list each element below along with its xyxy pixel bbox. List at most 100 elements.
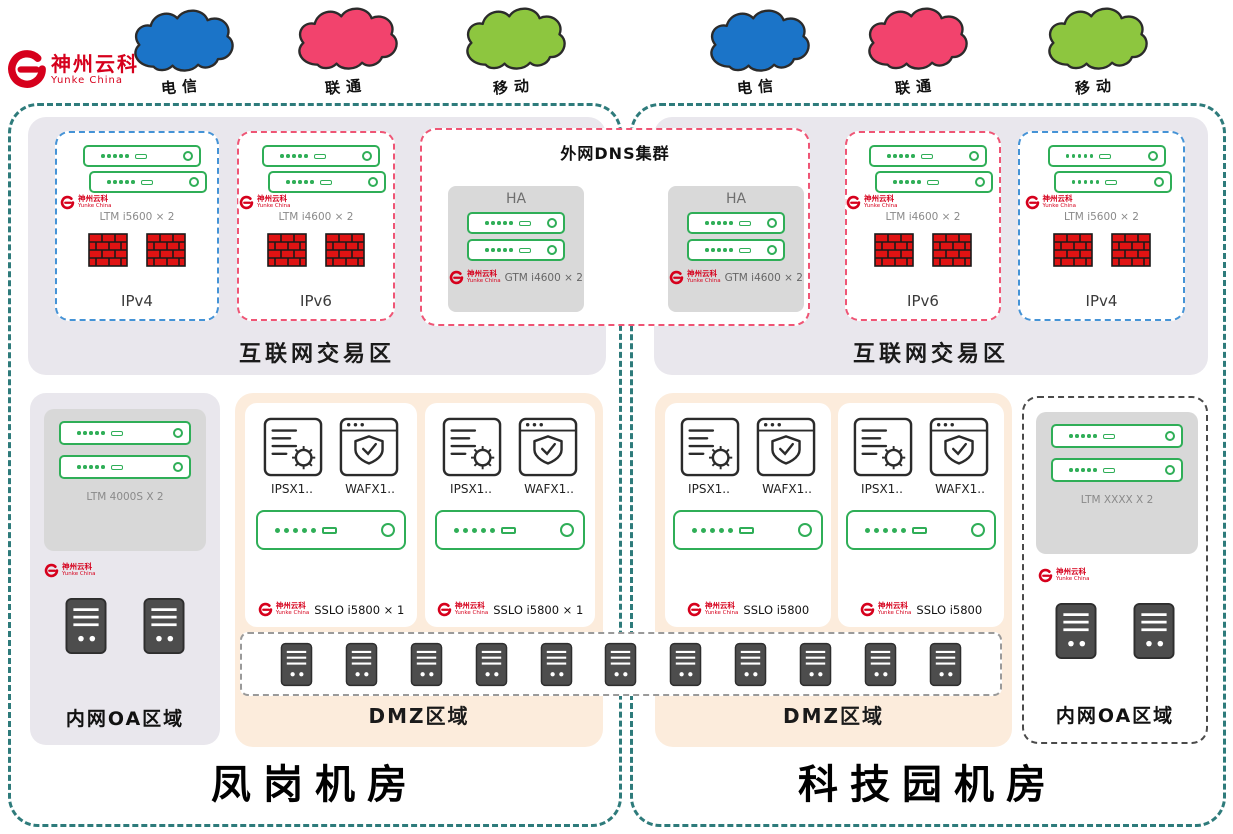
appliance-unit: [869, 145, 987, 167]
waf-icon: [518, 417, 578, 477]
power-port: [767, 245, 777, 255]
sslo-appliance: [846, 510, 996, 550]
led-indicators: [280, 154, 308, 158]
ha-label: HA: [505, 191, 527, 207]
led-indicators: [692, 527, 733, 533]
yunke-swirl-icon: [1038, 568, 1053, 583]
power-port: [547, 245, 557, 255]
port-block: [322, 526, 337, 534]
waf-icon: [339, 417, 399, 477]
firewall-icon: [88, 233, 128, 267]
telecom-cloud-icon: [124, 6, 240, 78]
yunke-swirl-icon: [60, 195, 75, 210]
server-icon: [475, 642, 508, 687]
port-block: [1102, 433, 1115, 439]
ips-icon: [442, 417, 502, 477]
sslo-label: SSLO i5800: [916, 602, 983, 617]
sslo-label: SSLO i5800 × 1: [493, 602, 584, 617]
port-block: [518, 220, 531, 226]
port-block: [1102, 467, 1115, 473]
appliance-unit: [59, 455, 191, 479]
yunke-swirl-icon: [687, 602, 702, 617]
power-port: [560, 523, 574, 537]
ips-icon: [680, 417, 740, 477]
ha-label: HA: [725, 191, 747, 207]
yunke-swirl-icon: [669, 270, 684, 285]
led-indicators: [275, 527, 316, 533]
sslo-label: SSLO i5800 × 1: [314, 602, 405, 617]
ips-icon: [853, 417, 913, 477]
server-icon: [1054, 602, 1098, 660]
datacenter-name-fenggang: 凤岗机房: [211, 762, 419, 808]
yunke-swirl-icon: [449, 270, 464, 285]
firewall-pair: [1053, 233, 1151, 267]
appliance-unit: [467, 239, 565, 261]
firewall-pair: [874, 233, 972, 267]
led-indicators: [101, 154, 129, 158]
led-indicators: [865, 527, 906, 533]
waf-label: WAFX1..: [935, 482, 985, 496]
ltm-panel: LTM XXXX X 2: [1036, 412, 1198, 554]
power-port: [1165, 465, 1175, 475]
firewall-pair: [88, 233, 186, 267]
appliance-unit: [467, 212, 565, 234]
power-port: [173, 462, 183, 472]
ips-label: IPSX1..: [450, 482, 492, 496]
appliance-unit: [1047, 145, 1166, 167]
sslo-appliance: [256, 510, 406, 550]
server-icon: [64, 597, 108, 655]
port-block: [920, 153, 933, 159]
oa-zone-label: 内网OA区域: [65, 708, 185, 730]
ips-label: IPSX1..: [271, 482, 313, 496]
port-block: [501, 526, 516, 534]
yunke-swirl-icon: [437, 602, 452, 617]
led-indicators: [485, 221, 513, 225]
server-icon: [540, 642, 573, 687]
led-indicators: [77, 431, 105, 435]
internet-zone-right-label: 互联网交易区: [852, 342, 1009, 367]
firewall-icon: [146, 233, 186, 267]
yunke-china-logo: 神州云科 Yunke China: [6, 48, 139, 90]
tile-labels: IPSX1.. WAFX1..: [261, 482, 401, 496]
waf-label: WAFX1..: [524, 482, 574, 496]
port-block: [110, 430, 123, 436]
sslo-label: SSLO i5800: [743, 602, 810, 617]
ipv6-label: IPv6: [300, 292, 332, 310]
firewall-icon: [1111, 233, 1151, 267]
appliance-unit: [875, 171, 993, 193]
server-icon: [864, 642, 897, 687]
port-block: [134, 153, 147, 159]
unicom-cloud-icon: [288, 4, 404, 76]
ips-label: IPSX1..: [688, 482, 730, 496]
brand-name: 神州云科: [51, 51, 139, 76]
power-port: [189, 177, 199, 187]
appliance-unit: [268, 171, 386, 193]
device-label: LTM i5600 × 2: [99, 211, 175, 223]
brand-subtitle: Yunke China: [51, 74, 123, 86]
appliance-unit: [687, 212, 785, 234]
firewall-icon: [325, 233, 365, 267]
appliance-unit: [262, 145, 380, 167]
appliance-unit: [1051, 458, 1183, 482]
port-block: [739, 526, 754, 534]
power-port: [183, 151, 193, 161]
yunke-swirl-icon: [6, 48, 48, 90]
oa-servers: [30, 597, 220, 655]
port-block: [738, 247, 751, 253]
